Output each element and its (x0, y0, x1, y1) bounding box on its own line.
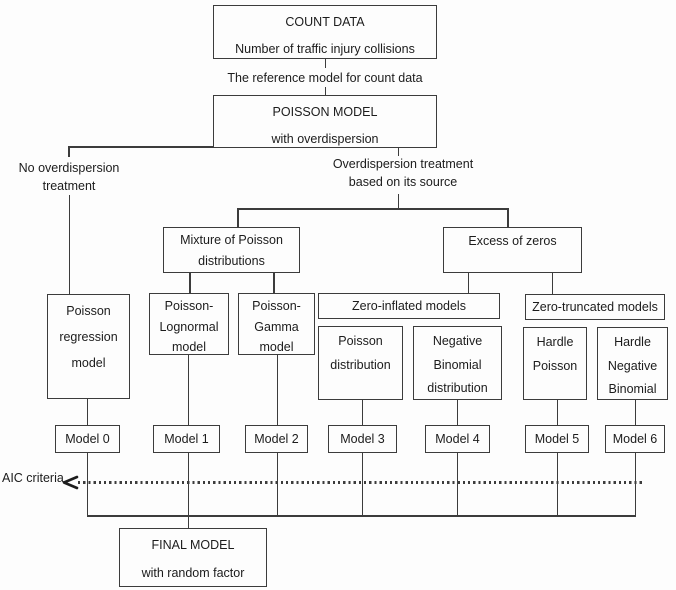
no-overdispersion-line1: No overdispersion (18, 161, 120, 175)
zero-inflated-label: Zero-inflated models (352, 299, 466, 313)
model-1-label: Model 1 (164, 432, 209, 446)
no-overdispersion-line2: treatment (42, 179, 96, 193)
node-model-6: Model 6 (605, 425, 665, 453)
poisson-regression-line2: regression (59, 330, 118, 344)
connector-split-horizontal (237, 208, 508, 210)
model-3-label: Model 3 (340, 432, 385, 446)
node-mixture-of-poisson: Mixture of Poisson distributions (163, 227, 300, 273)
left-arrow-icon (62, 475, 79, 490)
final-model-title: FINAL MODEL (151, 538, 235, 552)
connector-col3-top (361, 400, 363, 425)
hardle-negative-binomial-line1: Hardle (614, 335, 651, 349)
node-negative-binomial-distribution: Negative Binomial distribution (413, 326, 502, 400)
connector-mixture-gamma (273, 273, 275, 293)
connector-collector-horizontal (86, 515, 636, 517)
model-0-label: Model 0 (65, 432, 110, 446)
model-5-label: Model 5 (534, 432, 580, 446)
node-excess-of-zeros: Excess of zeros (443, 227, 582, 273)
connector-col2-top (276, 355, 278, 425)
node-model-5: Model 5 (525, 425, 589, 453)
connector-note-poisson (324, 87, 326, 95)
node-hardle-poisson: Hardle Poisson (523, 327, 587, 400)
node-model-2: Model 2 (245, 425, 308, 453)
label-overdispersion: Overdispersion treatment based on its so… (318, 155, 488, 191)
connector-branch-left-tick (68, 146, 70, 157)
connector-col6-top (634, 400, 636, 425)
poisson-lognormal-line2: Lognormal (159, 319, 219, 334)
aic-dotted-line (78, 481, 644, 484)
connector-left-column (68, 195, 70, 294)
poisson-gamma-line1: Poisson- (252, 299, 301, 313)
connector-col3-bottom (361, 453, 363, 515)
hardle-poisson-line1: Hardle (536, 335, 574, 349)
negative-binomial-line3: distribution (427, 381, 488, 395)
model-6-label: Model 6 (612, 432, 658, 446)
connector-split-drop-excess (507, 208, 509, 227)
node-model-0: Model 0 (55, 425, 120, 453)
zero-truncated-label: Zero-truncated models (532, 300, 658, 314)
negative-binomial-line2: Binomial (433, 357, 482, 372)
connector-mixture-lognormal (189, 273, 191, 293)
connector-excess-zerotruncated (551, 273, 553, 294)
node-poisson-regression: Poisson regression model (47, 294, 130, 399)
final-model-subtitle: with random factor (141, 566, 245, 580)
model-4-label: Model 4 (435, 432, 480, 446)
node-count-data: COUNT DATA Number of traffic injury coll… (213, 5, 437, 59)
connector-col4-top (456, 400, 458, 425)
poisson-distribution-line1: Poisson (338, 334, 383, 348)
node-final-model: FINAL MODEL with random factor (119, 528, 267, 587)
count-data-subtitle: Number of traffic injury collisions (235, 42, 415, 56)
label-no-overdispersion: No overdispersion treatment (6, 159, 132, 195)
poisson-model-title: POISSON MODEL (272, 105, 378, 119)
connector-col0-bottom (86, 453, 88, 515)
model-2-label: Model 2 (254, 432, 299, 446)
node-poisson-model: POISSON MODEL with overdispersion (213, 95, 437, 148)
connector-excess-zeroinflated (467, 273, 469, 293)
connector-col1-top (187, 355, 189, 425)
poisson-regression-line1: Poisson (66, 304, 111, 318)
connector-countdata-note (324, 59, 326, 68)
mixture-line2: distributions (198, 254, 265, 268)
connector-final-drop (187, 515, 189, 528)
excess-line1: Excess of zeros (468, 234, 557, 248)
connector-branch-left-horizontal (68, 146, 214, 148)
poisson-distribution-line2: distribution (330, 357, 391, 372)
node-zero-inflated-models: Zero-inflated models (318, 293, 500, 319)
connector-branch-right-tick-top (397, 148, 399, 156)
node-poisson-lognormal: Poisson- Lognormal model (149, 293, 229, 355)
node-poisson-gamma: Poisson- Gamma model (238, 293, 315, 355)
node-model-3: Model 3 (328, 425, 397, 453)
node-model-4: Model 4 (425, 425, 490, 453)
poisson-lognormal-line1: Poisson- (164, 299, 214, 313)
node-model-1: Model 1 (153, 425, 220, 453)
connector-col5-bottom (556, 453, 558, 515)
connector-col5-top (556, 400, 558, 425)
hardle-negative-binomial-line2: Negative (607, 358, 658, 373)
negative-binomial-line1: Negative (432, 334, 483, 348)
connector-col0-top (86, 399, 88, 425)
connector-col1-bottom (187, 453, 189, 515)
poisson-gamma-line2: Gamma (254, 319, 299, 334)
count-data-title: COUNT DATA (285, 15, 365, 29)
overdispersion-line2: based on its source (348, 175, 458, 189)
poisson-gamma-line3: model (259, 340, 294, 354)
connector-branch-right-tick-bottom (397, 194, 399, 208)
connector-split-drop-mixture (237, 208, 239, 227)
node-hardle-negative-binomial: Hardle Negative Binomial (597, 327, 668, 400)
connector-col6-bottom (634, 453, 636, 515)
poisson-model-subtitle: with overdispersion (271, 132, 379, 146)
poisson-regression-line3: model (71, 356, 106, 370)
connector-col4-bottom (456, 453, 458, 515)
overdispersion-line1: Overdispersion treatment (332, 157, 474, 171)
mixture-line1: Mixture of Poisson (180, 233, 283, 247)
connector-col2-bottom (276, 453, 278, 515)
node-poisson-distribution: Poisson distribution (318, 326, 403, 400)
hardle-negative-binomial-line3: Binomial (608, 382, 657, 396)
hardle-poisson-line2: Poisson (532, 358, 578, 373)
node-zero-truncated-models: Zero-truncated models (525, 294, 665, 320)
poisson-lognormal-line3: model (171, 340, 207, 354)
reference-note: The reference model for count data (227, 71, 423, 85)
aic-criteria-label: AIC criteria (2, 471, 64, 485)
